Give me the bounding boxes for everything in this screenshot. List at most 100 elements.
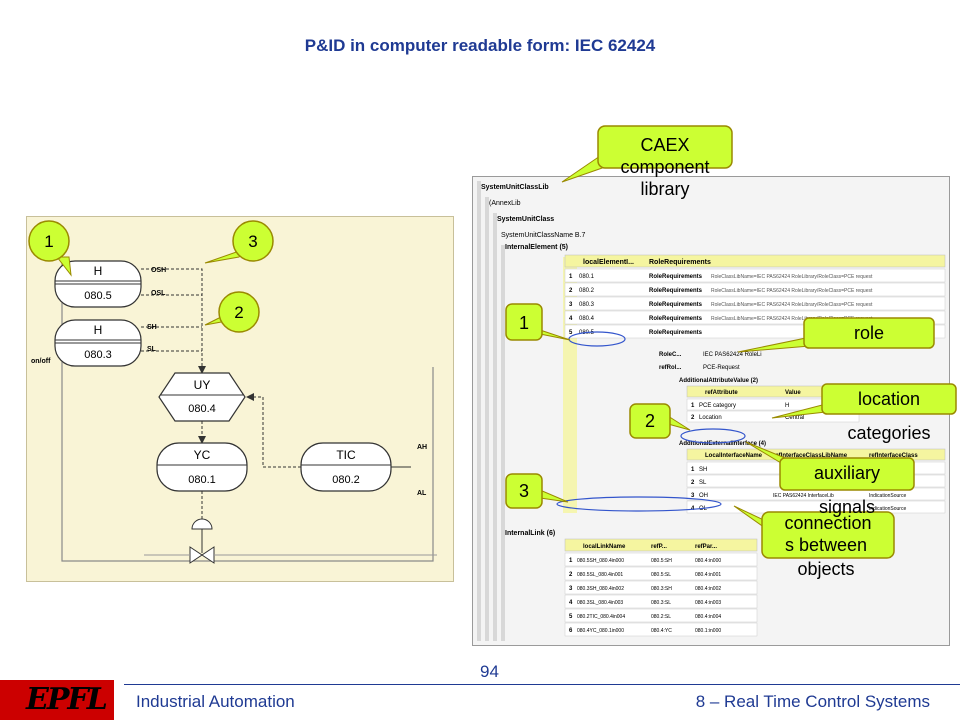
table-cell: SL (699, 480, 707, 486)
table-row (564, 622, 758, 637)
instrument-tag: H (94, 264, 103, 278)
role-sub: refRol... (659, 365, 682, 371)
table-cell: OH (699, 493, 708, 499)
table-cell: 080.2 (579, 288, 595, 294)
control-valve (144, 491, 437, 564)
table-cell: H (785, 403, 789, 409)
tree-node: InternalLink (6) (505, 530, 555, 537)
table-cell: IndicationSource (869, 493, 906, 499)
instrument-tag: YC (194, 448, 211, 462)
callout-caex: CAEX component library (620, 135, 710, 199)
table-cell: 3 (691, 493, 695, 499)
table-row (564, 282, 946, 297)
table-cell: 080.3SH_080.4in002 (577, 586, 624, 592)
table-cell: 080.4:in001 (695, 572, 721, 578)
slide-title: P&ID in computer readable form: IEC 6242… (304, 36, 656, 55)
callout-marker-3: 3 (518, 481, 529, 501)
table-cell: 080.4:in000 (695, 558, 721, 564)
table-row (564, 608, 758, 623)
page-number: 94 (480, 662, 499, 681)
table-cell: 4 (569, 316, 573, 322)
caex-tree-drawing: SystemUnitClassLib (AnnexLib SystemUnitC… (477, 181, 946, 641)
table-cell: 6 (569, 628, 573, 634)
instrument-tic-0802: TIC 080.2 (300, 442, 392, 492)
table-header: refPar... (695, 544, 717, 550)
instrument-num: 080.4 (188, 403, 216, 415)
signal-label: AH (417, 444, 427, 451)
marker-label: 2 (234, 303, 243, 322)
table-cell: 080.1:in000 (695, 628, 721, 634)
role-sub: PCE-Request (703, 365, 740, 371)
signal-label: on/off (31, 358, 51, 365)
table-header: refAttribute (705, 390, 738, 396)
table-header: localLinkName (583, 544, 626, 550)
callout-auxiliary: auxiliary (813, 463, 881, 483)
table-row (564, 580, 758, 595)
signal-label: SH (147, 324, 157, 331)
tree-node: SystemUnitClassName B.7 (501, 232, 586, 239)
table-cell: 5 (569, 330, 573, 336)
table-row (564, 566, 758, 581)
footer-divider (124, 684, 960, 685)
table-cell: RoleRequirements (649, 330, 703, 336)
table-cell: 080.5:SH (651, 558, 672, 564)
callout-categories: categories (847, 423, 931, 443)
table-cell: RoleClassLibName=IEC PAS62424 RoleLibrar… (711, 288, 873, 294)
callout-connections-1: connection (784, 513, 872, 533)
table-cell: 2 (691, 480, 695, 486)
pid-drawing: H 080.5 H 080.3 OSH OSL SH SL on/off UY … (28, 220, 437, 564)
pid-diagram: H 080.5 H 080.3 OSH OSL SH SL on/off UY … (26, 216, 454, 582)
table-cell: 080.2:SL (651, 614, 671, 620)
table-cell: 080.2TIC_080.4in004 (577, 614, 625, 620)
table-header: LocalInterfaceName (705, 453, 763, 459)
instrument-num: 080.3 (84, 349, 112, 361)
tree-node: InternalElement (5) (505, 244, 568, 251)
iface-section: AdditionalExternalInterface (4) (679, 441, 766, 447)
signal-label: SL (147, 346, 157, 353)
highlight-ellipse (556, 496, 722, 512)
table-cell: 080.3:SL (651, 600, 671, 606)
table-cell: RoleRequirements (649, 274, 703, 280)
table-cell: 1 (569, 274, 573, 280)
table-cell: 1 (691, 467, 695, 473)
instrument-tag: H (94, 323, 103, 337)
footer-course: Industrial Automation (136, 692, 295, 711)
table-cell: 3 (569, 586, 573, 592)
callout-marker-2: 2 (644, 411, 655, 431)
table-cell: 080.5:SL (651, 572, 671, 578)
table-cell: RoleClassLibName=IEC PAS62424 RoleLibrar… (711, 274, 873, 280)
table-cell: 080.5SH_080.4in000 (577, 558, 624, 564)
table-cell: RoleClassLibName=IEC PAS62424 RoleLibrar… (711, 302, 873, 308)
signal-label: OSL (151, 290, 166, 297)
callout-connections-3: objects (797, 559, 855, 579)
table-cell: 080.1 (579, 274, 595, 280)
table-cell: 4 (569, 600, 573, 606)
instrument-h-0805: H 080.5 (54, 260, 142, 308)
table-cell: 080.4:in002 (695, 586, 721, 592)
tree-node: SystemUnitClass (497, 216, 554, 223)
table-header: RoleRequirements (649, 259, 711, 266)
table-cell: 2 (691, 415, 695, 421)
table-cell: SH (699, 467, 707, 473)
table-cell: Central (785, 415, 804, 421)
marker-3-callout: 3 (204, 220, 274, 264)
signal-label: AL (417, 490, 427, 497)
role-sub: IEC PAS62424 RoleLi (703, 352, 762, 358)
table-cell: 080.5SL_080.4in001 (577, 572, 623, 578)
table-cell: PCE category (699, 403, 736, 409)
instrument-tag: TIC (336, 448, 356, 462)
process-line (61, 253, 434, 562)
instrument-tag: UY (194, 378, 211, 392)
instrument-uy-0804: UY 080.4 (158, 372, 246, 422)
table-cell: 3 (569, 302, 573, 308)
table-cell: RoleRequirements (649, 302, 703, 308)
instrument-num: 080.1 (188, 474, 216, 486)
epfl-logo: EPFL (26, 682, 108, 717)
instrument-num: 080.2 (332, 474, 360, 486)
table-cell: 5 (569, 614, 573, 620)
attr-section: AdditionalAttributeValue (2) (679, 378, 758, 384)
table-cell: 080.4 (579, 316, 595, 322)
table-cell: RoleRequirements (649, 288, 703, 294)
signal-label: OSH (151, 267, 166, 274)
marker-label: 3 (248, 232, 257, 251)
